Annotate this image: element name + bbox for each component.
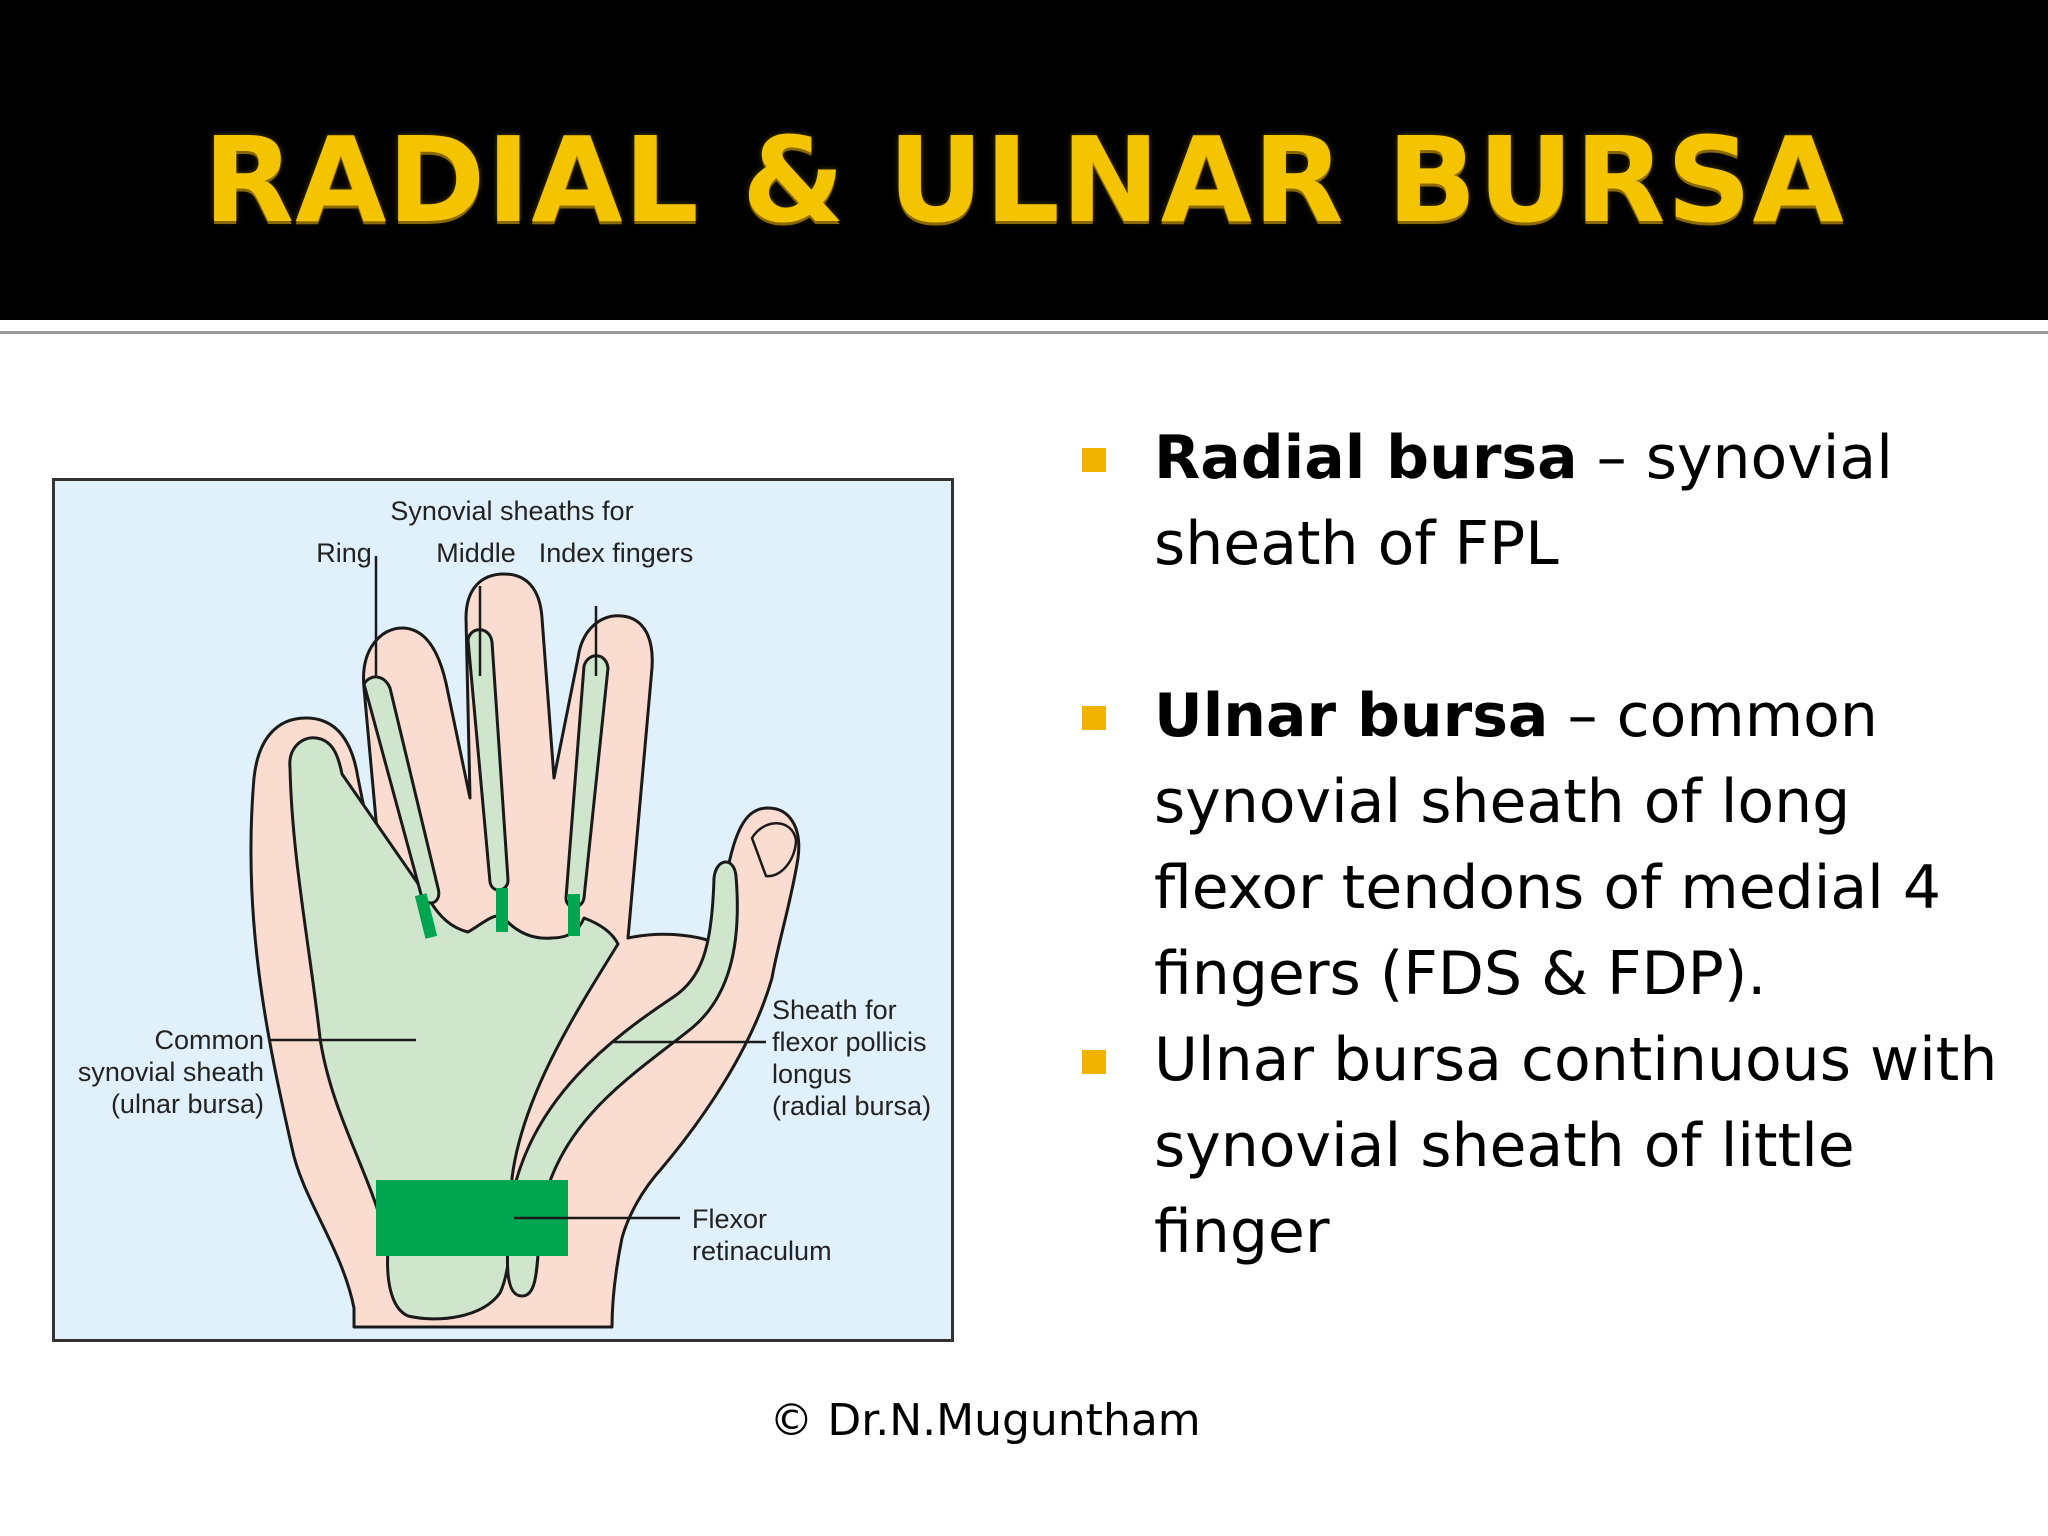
bullet-square-icon — [1082, 448, 1106, 472]
ring-gap — [414, 893, 438, 939]
slide-title: RADIAL & ULNAR BURSA — [203, 111, 1845, 249]
bullet-square-icon — [1082, 706, 1106, 730]
label-middle: Middle — [436, 538, 516, 568]
index-sheath — [564, 654, 610, 909]
bullet-text: Ulnar bursa continuous with synovial she… — [1154, 1025, 1998, 1267]
bullet-radial-bursa: Radial bursa – synovial sheath of FPL — [1082, 415, 2022, 587]
hand-diagram: Synovial sheaths for Ring Middle Index f… — [52, 478, 954, 1342]
middle-sheath — [466, 628, 510, 892]
label-common-1: Common — [154, 1025, 264, 1055]
bullet-text: – synovial sheath of FPL — [1154, 423, 1893, 579]
bullet-term: Radial bursa — [1154, 423, 1578, 493]
bullet-term: Ulnar bursa — [1154, 681, 1549, 751]
bullet-list: Radial bursa – synovial sheath of FPL Ul… — [1082, 415, 2022, 1275]
label-common-2: synovial sheath — [78, 1057, 264, 1087]
label-fpl-4: (radial bursa) — [772, 1091, 931, 1121]
index-gap — [568, 894, 580, 936]
middle-gap — [496, 888, 508, 932]
label-index: Index fingers — [539, 538, 694, 568]
ulnar-bursa — [288, 736, 620, 1321]
radial-bursa — [505, 860, 739, 1298]
copyright-footer: © Dr.N.Muguntham — [769, 1395, 1201, 1446]
label-ring: Ring — [316, 538, 372, 568]
bullet-square-icon — [1082, 1050, 1106, 1074]
label-retinaculum-1: Flexor — [692, 1204, 767, 1234]
bullet-continuity: Ulnar bursa continuous with synovial she… — [1082, 1017, 2022, 1275]
label-common-3: (ulnar bursa) — [111, 1089, 264, 1119]
bullet-ulnar-bursa: Ulnar bursa – common synovial sheath of … — [1082, 673, 2022, 1017]
label-retinaculum-2: retinaculum — [692, 1236, 832, 1266]
bullet-text: – common synovial sheath of long flexor … — [1154, 681, 1942, 1009]
divider-white — [0, 320, 2048, 323]
label-fpl-1: Sheath for — [772, 995, 897, 1025]
thumb-nail — [750, 822, 798, 878]
label-fpl-2: flexor pollicis — [772, 1027, 927, 1057]
label-sheaths-heading: Synovial sheaths for — [390, 496, 633, 526]
label-fpl-3: longus — [772, 1059, 852, 1089]
title-bar — [0, 0, 2048, 320]
divider-gray — [0, 331, 2048, 334]
